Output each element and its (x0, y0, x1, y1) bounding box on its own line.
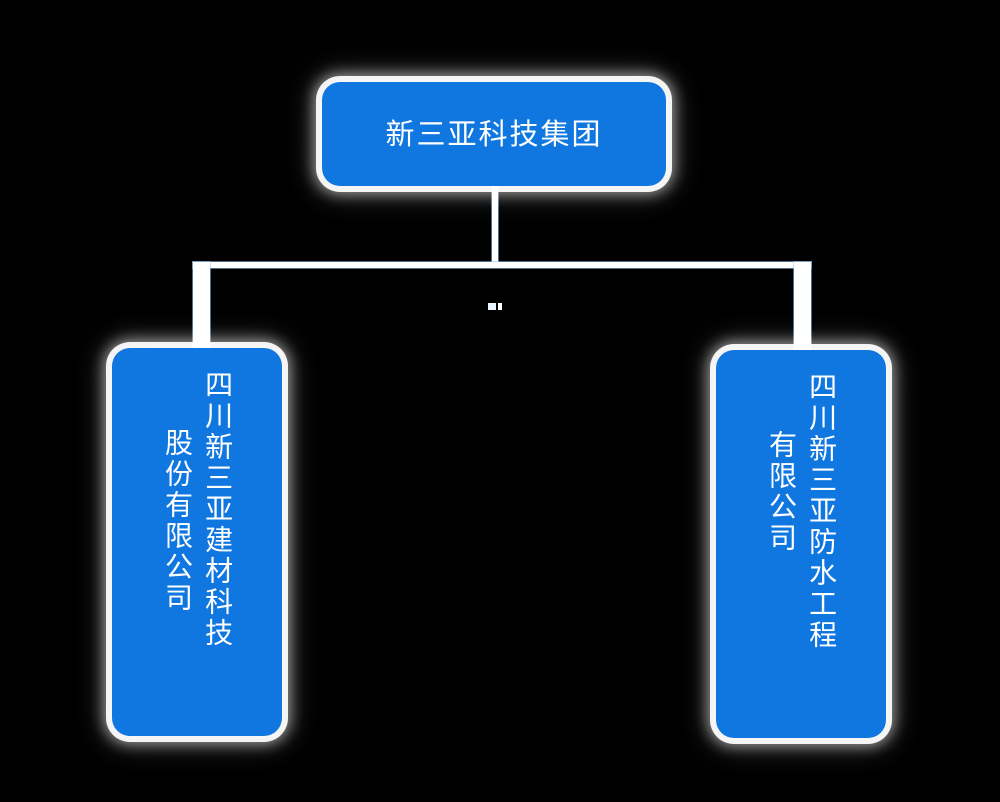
render-artifact-mark (488, 303, 502, 310)
org-node-left-subsidiary[interactable]: 四川新三亚建材科技 股份有限公司 (112, 348, 282, 736)
connector-left-branch (193, 262, 210, 354)
connector-horizontal-bar (193, 262, 811, 268)
org-node-left-label-line2: 股份有限公司 (161, 428, 194, 614)
connector-right-branch (794, 262, 811, 354)
connector-root-trunk (492, 183, 498, 267)
org-node-root[interactable]: 新三亚科技集团 (322, 82, 666, 186)
org-node-right-subsidiary[interactable]: 四川新三亚防水工程 有限公司 (716, 350, 886, 738)
org-node-root-label: 新三亚科技集团 (385, 116, 603, 151)
org-node-right-label-line2: 有限公司 (765, 430, 798, 554)
org-node-right-label-line1: 四川新三亚防水工程 (805, 372, 839, 651)
org-node-left-label-line1: 四川新三亚建材科技 (201, 370, 235, 649)
vertical-text-block: 四川新三亚建材科技 股份有限公司 (112, 348, 282, 736)
vertical-text-block: 四川新三亚防水工程 有限公司 (716, 350, 886, 738)
